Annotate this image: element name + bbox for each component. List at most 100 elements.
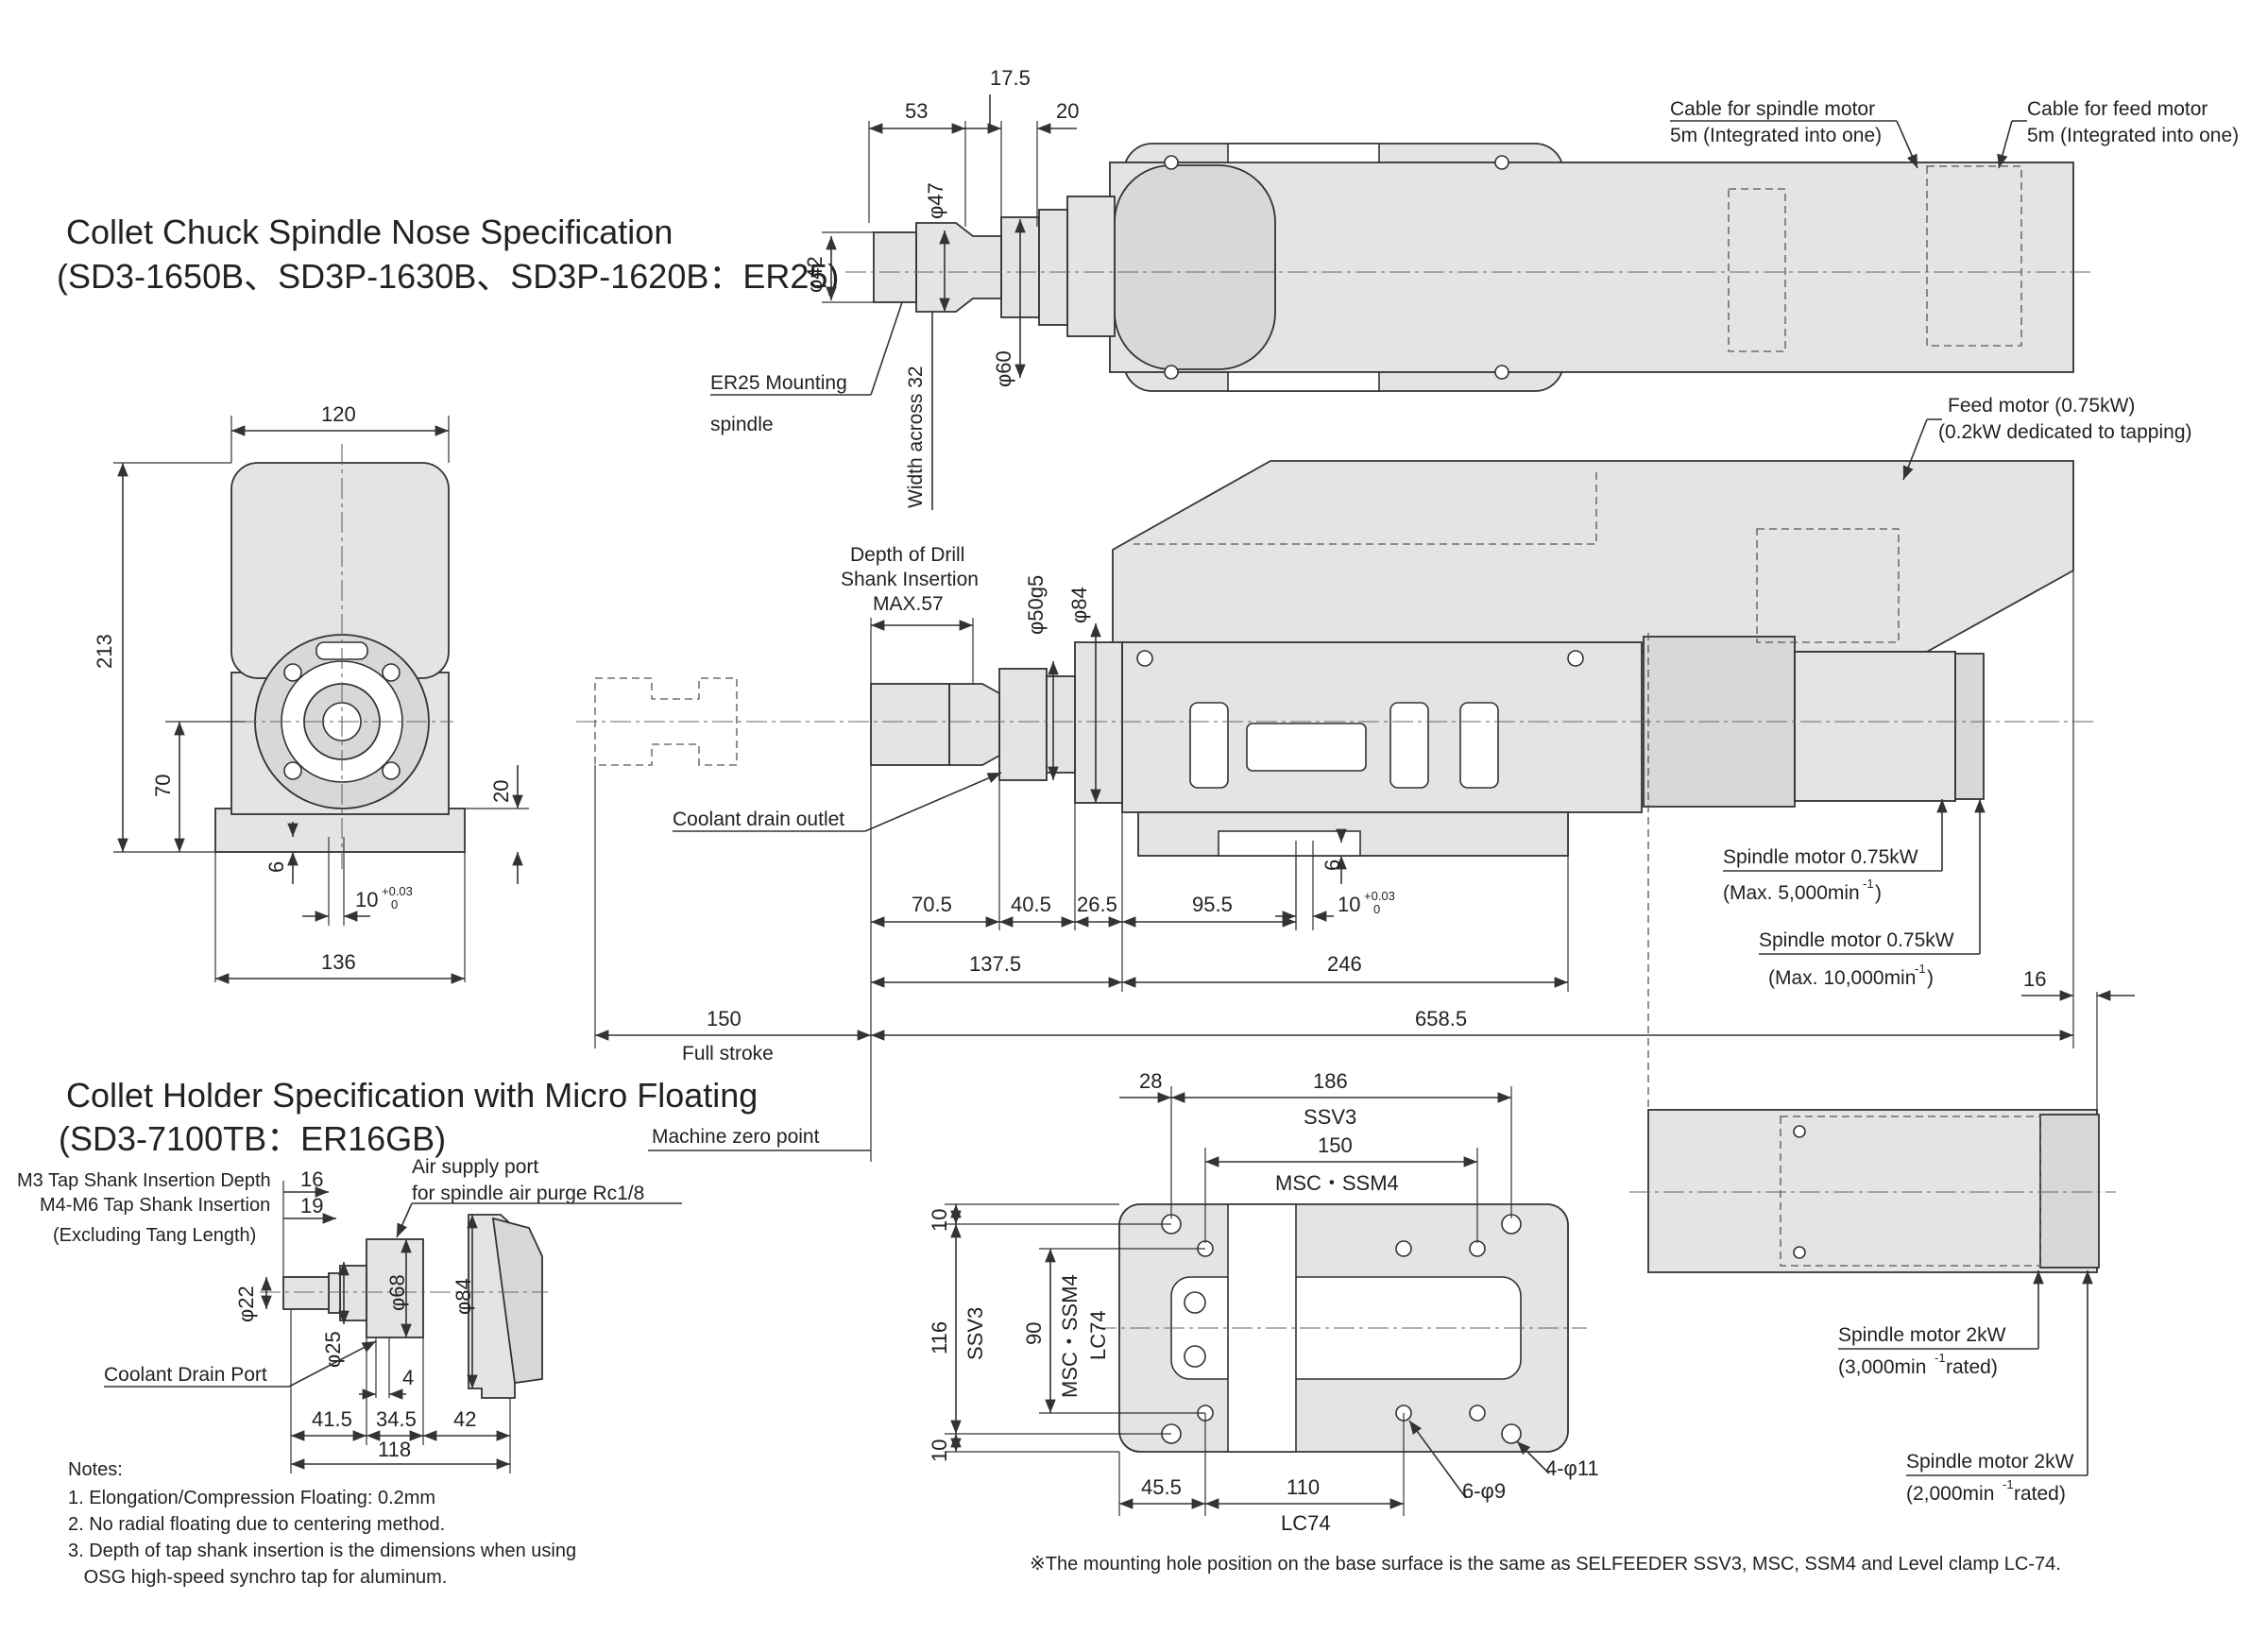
side-spindle-phi50 xyxy=(998,668,1048,781)
note-item: 3. Depth of tap shank insertion is the d… xyxy=(68,1541,576,1561)
dimension-label: Spindle motor 2kW xyxy=(1838,1324,2006,1346)
dimension-label: φ22 xyxy=(234,1286,258,1322)
dimension-label: M4-M6 Tap Shank Insertion xyxy=(40,1195,270,1216)
bolt-icon xyxy=(382,761,401,780)
dimension-label: rated) xyxy=(2014,1483,2066,1505)
dimension-label: 10 xyxy=(928,1209,951,1232)
collet-holder-view: M3 Tap Shank Insertion Depth M4-M6 Tap S… xyxy=(17,1156,682,1473)
hole-icon xyxy=(1184,1291,1206,1314)
collet-chuck-heading: Collet Chuck Spindle Nose Specification xyxy=(66,213,673,251)
dimension-label: 213 xyxy=(93,634,116,669)
dimension-label: ER25 Mounting xyxy=(710,372,847,394)
bolt-icon xyxy=(382,663,401,682)
dimension-label: MAX.57 xyxy=(873,593,944,615)
dimension-label: φ50g5 xyxy=(1024,575,1048,635)
side-clamp-slot xyxy=(1459,702,1499,789)
dimension-label: Machine zero point xyxy=(652,1126,820,1148)
bolt-icon xyxy=(1164,155,1179,170)
dimension-label: 4 xyxy=(402,1366,414,1389)
dimension-label: Full stroke xyxy=(682,1043,774,1064)
dimension-label: 136 xyxy=(321,950,356,974)
collet-chuck-models: (SD3-1650B、SD3P-1630B、SD3P-1620B：ER25) xyxy=(57,257,839,296)
dimension-label: φ84 xyxy=(452,1278,475,1315)
top-view-spindle-flange xyxy=(1066,196,1116,337)
holder-nut xyxy=(328,1272,341,1314)
dimension-label: 186 xyxy=(1313,1069,1348,1093)
dimension-label: 658.5 xyxy=(1415,1007,1467,1030)
dimension-label: (Max. 10,000min xyxy=(1768,967,1916,989)
dimension-line xyxy=(1516,1440,1550,1474)
dimension-label: φ84 xyxy=(1067,587,1091,623)
dimension-label: (2,000min xyxy=(1906,1483,1994,1505)
holder-phi68 xyxy=(366,1238,424,1338)
dimension-label: -1 xyxy=(2003,1477,2014,1491)
dimension-label: LC74 xyxy=(1086,1310,1110,1360)
bolt-icon xyxy=(1793,1125,1806,1138)
hole-phi9-icon xyxy=(1395,1240,1412,1257)
top-view-feed-outline xyxy=(1926,165,2022,347)
dimension-label: 41.5 xyxy=(312,1407,352,1431)
dimension-label: -1 xyxy=(1863,877,1874,891)
notes-title: Notes: xyxy=(68,1459,123,1480)
dimension-label: 5m (Integrated into one) xyxy=(2027,125,2239,146)
dimension-label: Coolant Drain Port xyxy=(104,1364,267,1386)
front-view: 120 213 70 20 6 10 +0.03 0 136 xyxy=(93,402,529,984)
dimension-label: rated) xyxy=(1946,1356,1998,1378)
dimension-label: 6 xyxy=(1321,860,1344,871)
side-clamp-slot xyxy=(1189,702,1229,789)
side-motor-cap xyxy=(1954,653,1985,800)
dimension-label: φ42 xyxy=(803,256,827,293)
side-spindle-collar xyxy=(1046,675,1076,774)
side-full-stroke-ghost xyxy=(594,677,738,766)
bolt-icon xyxy=(1494,365,1509,380)
side-feed-housing xyxy=(1112,460,2074,653)
dimension-label: for spindle air purge Rc1/8 xyxy=(412,1183,644,1204)
dimension-label: MSC・SSM4 xyxy=(1058,1274,1082,1398)
top-view-collar xyxy=(1038,209,1068,326)
dimension-label: 95.5 xyxy=(1192,893,1233,916)
dimension-label: 19 xyxy=(300,1194,323,1218)
dimension-label: 42 xyxy=(453,1407,476,1431)
side-collet xyxy=(870,683,950,766)
dimension-label: M3 Tap Shank Insertion Depth xyxy=(17,1170,271,1191)
side-er25-nut xyxy=(948,683,1000,766)
dimension-line xyxy=(1896,120,1918,169)
side-motor-body xyxy=(1794,651,1956,802)
side-clamp-slot xyxy=(1389,702,1429,789)
collet-holder-heading: Collet Holder Specification with Micro F… xyxy=(66,1076,758,1115)
bolt-icon xyxy=(283,761,302,780)
dimension-label: 137.5 xyxy=(969,952,1021,976)
top-view-rail-bottom xyxy=(1227,371,1380,392)
notes: Notes: 1. Elongation/Compression Floatin… xyxy=(68,1459,576,1588)
side-spindle-flange xyxy=(1074,641,1123,804)
top-view-collet xyxy=(873,231,917,303)
dimension-label: 10 xyxy=(928,1439,951,1462)
dimension-label: 20 xyxy=(489,780,513,803)
dimension-line xyxy=(864,772,1002,832)
dimension-label: 110 xyxy=(1287,1475,1320,1499)
dimension-label: 90 xyxy=(1022,1322,1046,1345)
dimension-label: SSV3 xyxy=(963,1307,987,1360)
dimension-label: 10 xyxy=(355,888,378,911)
dimension-line xyxy=(1408,1420,1467,1499)
top-view-motor-outline xyxy=(1728,188,1786,352)
top-view-rail-top xyxy=(1227,143,1380,163)
dimension-label: 70 xyxy=(151,775,175,797)
dimension-label: Spindle motor 2kW xyxy=(1906,1451,2074,1473)
side-view: Depth of Drill Shank Insertion MAX.57 φ5… xyxy=(576,395,2192,1162)
top-view: 53 17.5 20 φ47 φ42 φ60 ER25 Mounting spi… xyxy=(710,66,2239,510)
dimension-label: 6-φ9 xyxy=(1462,1479,1506,1503)
holder-back xyxy=(491,1217,543,1385)
holder-collet xyxy=(282,1276,330,1310)
dimension-label: 40.5 xyxy=(1011,893,1051,916)
dimension-label: 150 xyxy=(1318,1133,1353,1157)
dimension-line xyxy=(1902,418,1928,481)
dimension-label: Spindle motor 0.75kW xyxy=(1723,846,1918,868)
dimension-label: 116 xyxy=(928,1321,951,1354)
dimension-label: 45.5 xyxy=(1141,1475,1182,1499)
hole-icon xyxy=(1184,1345,1206,1368)
dimension-label: MSC・SSM4 xyxy=(1275,1171,1399,1195)
dimension-label: Spindle motor 0.75kW xyxy=(1759,929,1954,951)
hole-phi9-icon xyxy=(1469,1405,1486,1422)
dimension-label: Cable for spindle motor xyxy=(1670,98,1875,120)
